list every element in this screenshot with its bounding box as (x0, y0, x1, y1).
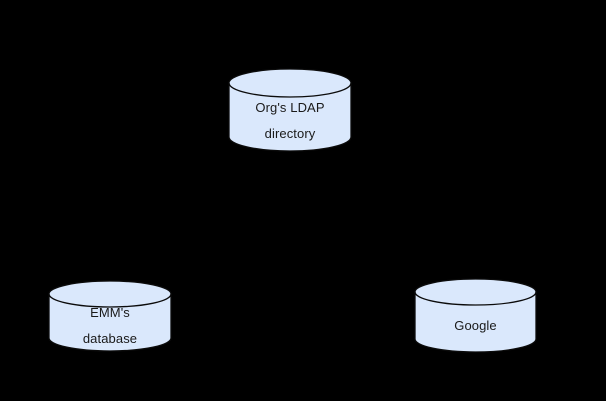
cylinder-icon (228, 68, 352, 152)
node-ldap-directory[interactable]: Org's LDAP directory (228, 68, 352, 152)
node-emm-database[interactable]: EMM's database (48, 280, 172, 352)
cylinder-icon (414, 278, 537, 353)
cylinder-icon (48, 280, 172, 352)
node-google[interactable]: Google (414, 278, 537, 353)
